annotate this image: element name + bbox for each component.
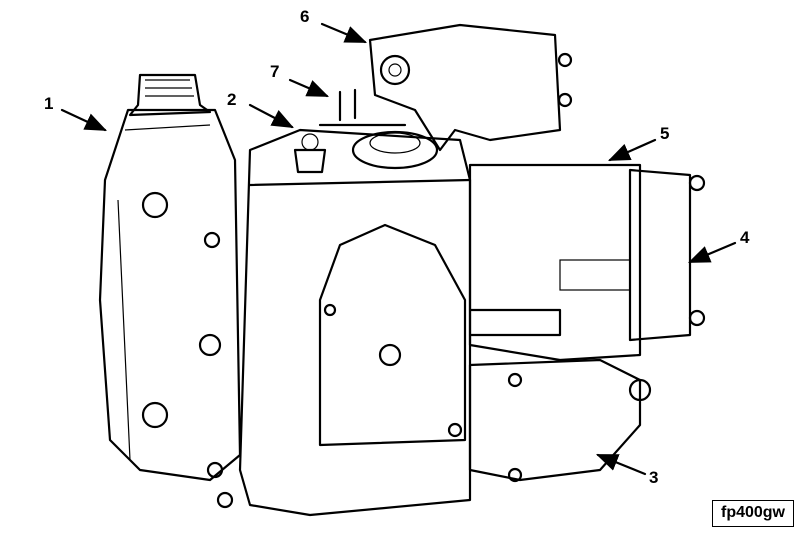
lower-housing [468,358,642,482]
governor-housing [468,163,642,362]
main-body [238,128,472,517]
figure-id-label: fp400gw [712,500,794,527]
callout-2: 2 [227,90,237,109]
leader-lines [60,22,737,476]
solenoid [368,23,562,152]
callout-7: 7 [270,62,280,81]
callout-5: 5 [660,124,670,143]
top-cap [351,130,439,170]
callout-3: 3 [649,468,659,487]
front-housing [98,108,242,482]
top-fitting [128,73,212,117]
callout-6: 6 [300,7,310,26]
cover-plate [318,223,467,447]
callout-1: 1 [44,94,54,113]
plug [293,148,327,174]
callout-4: 4 [740,228,750,247]
